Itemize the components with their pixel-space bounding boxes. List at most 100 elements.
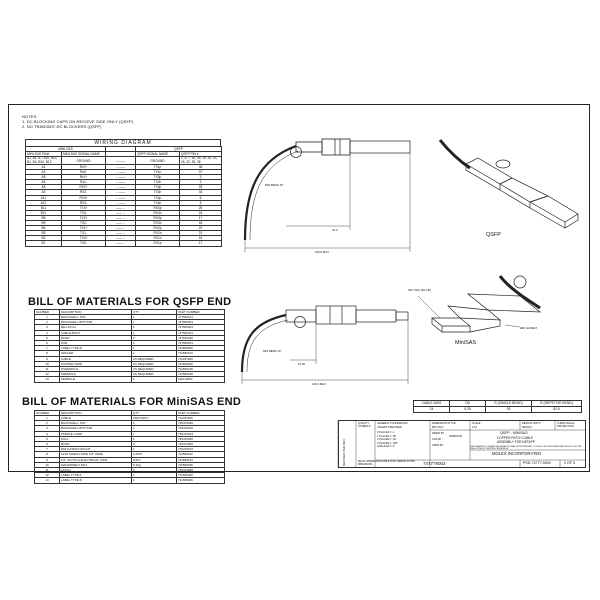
dimension-label: 15.00 — [298, 362, 305, 366]
wiring-minisas-signal: Rx1- — [60, 179, 107, 186]
wiring-header: MINI-SAS SIGNAL NAME — [60, 151, 107, 158]
wiring-header: QSFP PIN # — [179, 151, 223, 158]
wiring-minisas-signal: TX2+ — [60, 214, 107, 222]
design-units: DESIGN UNITS — [522, 422, 541, 425]
note-line: 1. DC BLOCKING CAPS ON RECIEVE SIDE ONLY… — [22, 119, 134, 124]
wiring-qsfp-pin: 21 — [179, 230, 223, 237]
checked-by: CHK BY — [432, 438, 442, 441]
qsfp-side-view — [243, 138, 411, 252]
bom-part-number: 711580006 — [176, 477, 225, 484]
wiring-qsfp-pin: 33 — [179, 184, 223, 191]
drawing-frame — [8, 104, 590, 472]
date: 2008/01/28 — [449, 435, 462, 438]
wiring-qsfp-pin: 17 — [179, 214, 223, 222]
wiring-minisas-signal: TX0+ — [60, 235, 107, 242]
quality-label: QUALITY SYMBOLS — [358, 422, 371, 428]
wiring-qsfp-pin: 34 — [179, 189, 223, 196]
wiring-qsfp-pin: 16 — [179, 235, 223, 242]
mm-only: MM ONLY — [432, 425, 444, 429]
doc-number: 747779002 — [423, 461, 446, 466]
part-number: PSD-74777-9002 — [523, 461, 551, 465]
wiring-qsfp-pin: 2 — [179, 179, 223, 186]
tol-row: 3 PLACES ± .005 — [377, 441, 398, 445]
cable-value: 24 — [413, 406, 450, 413]
cable-value: 9.25 — [449, 406, 486, 413]
draft-note: DRAFT WHERE APPLICABLE MUST REMAIN WITHI… — [358, 461, 415, 466]
tol-row: ANGULAR ± 1° — [377, 445, 395, 448]
wiring-minisas-signal: TX3+ — [60, 204, 107, 211]
wiring-diagram: WIRING DIAGRAM MINI-SAS QSFP MINI-SAS PI… — [24, 139, 223, 247]
wiring-qsfp-pin: 24 — [179, 209, 223, 216]
wiring-minisas-signal: TX0- — [60, 240, 107, 247]
wiring-minisas-signal: Rx1+ — [60, 174, 107, 181]
bom-minisas-title: BILL OF MATERIALS FOR MiniSAS END — [22, 396, 242, 408]
wiring-table: MINI-SAS QSFP MINI-SAS PIN# MINI-SAS SIG… — [24, 145, 223, 247]
wiring-qsfp-pin: 36 — [179, 163, 223, 171]
tol-row: 1 PLACES ± .05 — [377, 434, 396, 438]
minisas-side-view — [240, 305, 409, 384]
dimension-label: 106.8 MAX — [315, 250, 329, 254]
proprietary-text: THIS DRAWING CONTAINS INFORMATION THAT I… — [470, 446, 582, 451]
wiring-title: WIRING DIAGRAM — [25, 139, 221, 146]
wiring-qsfp-pin: 5 — [179, 199, 223, 206]
notes-block: NOTES: 1. DC BLOCKING CAPS ON RECIEVE SI… — [22, 114, 133, 129]
wiring-minisas-signal: RX2- — [60, 189, 107, 196]
sheet-number: 2 OF 3 — [564, 461, 575, 465]
wiring-minisas-signal: Rx0- — [60, 169, 107, 176]
cable-table: CABLE AWG OD R (SINGLE BEND) R (REPETIVE… — [413, 400, 582, 413]
scale-value: 1:51 — [472, 425, 478, 429]
wiring-qsfp-pin: 3 — [179, 174, 223, 181]
wiring-minisas-signal: RX3- — [60, 199, 107, 206]
product-desc: COPPER PATCH CABLE — [497, 435, 534, 440]
wiring-qsfp-pin: 25 — [179, 204, 223, 211]
tol-row: 0 PLACES ± .1 — [377, 431, 395, 434]
units-value: METRIC — [522, 425, 532, 429]
keyway-label: KEY WAY (EL-LB) — [408, 288, 431, 292]
bom-part-number: 111010052 — [176, 376, 225, 383]
company-name: MOLEX INCORPORATED — [492, 450, 542, 456]
qsfp-label: QSFP — [486, 232, 501, 238]
wiring-qsfp-pin: 37 — [179, 169, 223, 176]
emi-gasket-label: EMI GASKET — [520, 326, 538, 330]
wiring-qsfp-pin: 6 — [179, 194, 223, 201]
dimension-label: 126.0 MAX — [312, 382, 326, 386]
cable-value: 33 — [485, 406, 532, 413]
wiring-minisas-signal: RX2+ — [60, 184, 107, 191]
wiring-qsfp-pin: 17 — [179, 240, 223, 247]
wiring-group-minisas: MINI-SAS — [24, 145, 107, 153]
qsfp-iso-view — [438, 139, 579, 229]
wiring-minisas-signal: Rx0+ — [60, 163, 107, 171]
approved-by: APPR BY — [432, 444, 444, 447]
minisas-iso-view — [417, 275, 542, 333]
product-name: QSFP - MINISAS — [500, 431, 528, 435]
tol-row: 2 PLACES ± .02 — [377, 438, 396, 441]
bom-qsfp-title: BILL OF MATERIALS FOR QSFP END — [28, 296, 232, 308]
wiring-minisas-signal: RX3+ — [60, 194, 107, 201]
scale-label: SCALE — [472, 422, 481, 425]
wiring-minisas-signal: TX1+ — [60, 225, 107, 232]
product-desc: ASSEMBLY FOR NETAPP — [497, 439, 535, 444]
notes-title: NOTES: — [22, 114, 38, 119]
min-bend-label: MIN BEND 15" — [265, 183, 284, 187]
dimension-style: DIMENSION STYLE — [432, 422, 456, 425]
